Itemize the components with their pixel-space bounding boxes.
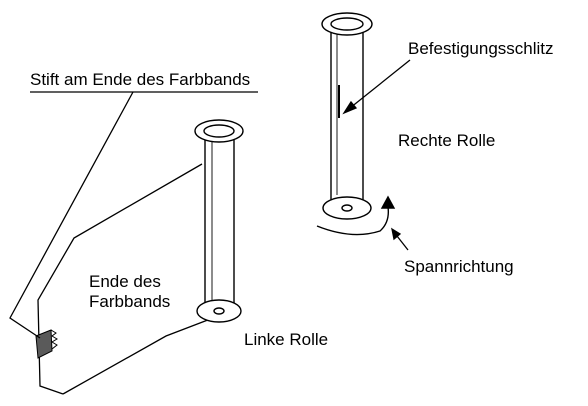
stift-leader xyxy=(9,91,258,339)
label-linke-rolle: Linke Rolle xyxy=(244,330,328,349)
label-ende-des: Ende des xyxy=(89,272,161,291)
right-roll xyxy=(321,12,373,220)
label-rechte-rolle: Rechte Rolle xyxy=(398,131,495,150)
label-spannrichtung: Spannrichtung xyxy=(404,257,514,276)
label-farbbands: Farbbands xyxy=(89,292,170,311)
ribbon-end-tab xyxy=(35,329,58,359)
label-befestigungsschlitz: Befestigungsschlitz xyxy=(408,39,554,58)
label-stift: Stift am Ende des Farbbands xyxy=(30,70,250,89)
ribbon-sheet xyxy=(37,163,214,395)
leader-arrows xyxy=(342,59,411,251)
tension-arrow xyxy=(316,195,396,236)
left-roll xyxy=(194,119,244,323)
